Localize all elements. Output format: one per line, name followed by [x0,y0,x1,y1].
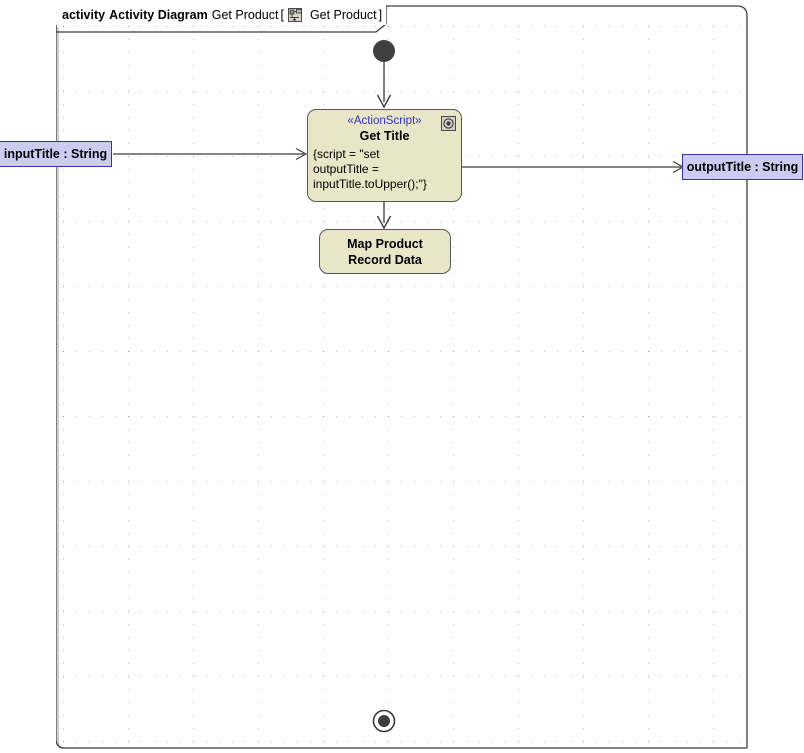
final-node[interactable] [372,709,396,733]
frame-bracket-close: ] [378,8,383,22]
script-line-1: {script = "set [313,147,380,161]
diagram-frame-header: activity Activity Diagram Get Product [ … [56,5,386,25]
map-product-line-1: Map Product [347,236,423,251]
frame-bracket-open: [ [280,8,284,22]
node-label: Map Product Record Data [347,236,423,268]
node-stereotype: «ActionScript» [347,115,422,127]
frame-parameter-name: Get Product [309,8,377,22]
frame-keyword: activity [62,8,106,22]
activity-parameter-input-title[interactable]: inputTitle : String [0,141,112,167]
initial-node[interactable] [373,40,395,62]
script-gear-icon [441,116,456,131]
action-node-map-product-record-data[interactable]: Map Product Record Data [319,229,451,274]
script-line-2: outputTitle = [313,162,379,176]
parameter-label: outputTitle : String [686,160,799,174]
frame-diagram-name: Get Product [211,8,279,22]
parameter-label: inputTitle : String [3,147,108,161]
activity-parameter-output-title[interactable]: outputTitle : String [682,154,803,180]
script-line-3: inputTitle.toUpper();"} [313,177,427,191]
activity-diagram-icon [287,7,305,23]
action-node-get-title[interactable]: «ActionScript» Get Title {script = "set … [307,109,462,202]
map-product-line-2: Record Data [348,252,422,267]
node-title: Get Title [359,129,410,143]
frame-diagram-type: Activity Diagram [109,8,208,22]
node-script-body: {script = "set outputTitle = inputTitle.… [308,147,461,192]
